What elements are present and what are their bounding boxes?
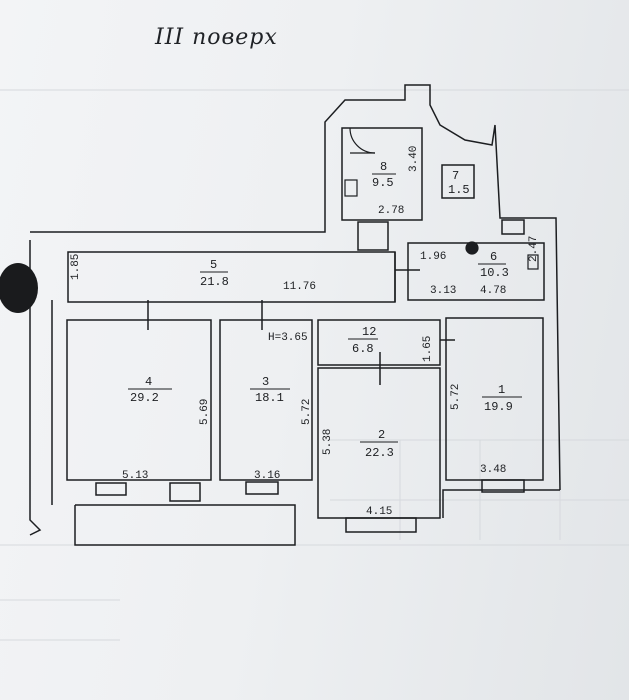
fixtures [344, 127, 539, 270]
dim-bath-height: 3.40 [408, 146, 420, 172]
room-1-area: 19.9 [484, 400, 513, 414]
dim-room4-width: 5.13 [122, 470, 148, 482]
dim-room2-depth: 5.38 [322, 429, 334, 455]
dim-bath-width: 2.78 [378, 205, 404, 217]
floor-title: ІІІ поверх [155, 25, 278, 50]
dim-kitchen-w1: 1.96 [420, 251, 446, 263]
room-3-area: 18.1 [255, 391, 284, 405]
dimension-labels: 1.85 11.76 2.78 3.40 1.96 3.13 4.78 2.47… [70, 146, 540, 518]
room-4-area: 29.2 [130, 391, 159, 405]
dim-room4-depth: 5.69 [199, 399, 211, 425]
ceiling-height: H=3.65 [268, 332, 308, 344]
room-5-number: 5 [210, 258, 217, 272]
dim-room2-width: 4.15 [366, 506, 392, 518]
room-4-number: 4 [145, 375, 152, 389]
dim-kitchen-w2: 3.13 [430, 285, 456, 297]
room-12-area: 6.8 [352, 342, 374, 356]
room-2-number: 2 [378, 428, 385, 442]
room-8-area: 9.5 [372, 176, 394, 190]
room-labels: 5 21.8 8 9.5 7 1.5 6 10.3 4 29.2 3 18.1 … [128, 160, 522, 460]
dim-room12-depth: 1.65 [422, 336, 434, 362]
dim-kitchen-w3: 4.78 [480, 285, 506, 297]
room-1-number: 1 [498, 383, 505, 397]
room-6-area: 10.3 [480, 266, 509, 280]
dim-kitchen-h: 2.47 [528, 236, 540, 262]
room-7-number: 7 [452, 169, 459, 183]
room-5-area: 21.8 [200, 275, 229, 289]
room-7-area: 1.5 [448, 183, 470, 197]
room-2-area: 22.3 [365, 446, 394, 460]
dim-room1-depth: 5.72 [450, 384, 462, 410]
room-3-number: 3 [262, 375, 269, 389]
walls [29, 84, 561, 546]
edge-mark [0, 263, 38, 313]
room-8-number: 8 [380, 160, 387, 174]
dim-room1-width: 3.48 [480, 464, 506, 476]
dim-room3-width: 3.16 [254, 470, 280, 482]
room-6-number: 6 [490, 250, 497, 264]
dim-corridor-length: 11.76 [283, 281, 316, 293]
dim-room3-depth: 5.72 [301, 399, 313, 425]
room-12-number: 12 [362, 325, 376, 339]
dim-corridor-height: 1.85 [70, 254, 82, 280]
